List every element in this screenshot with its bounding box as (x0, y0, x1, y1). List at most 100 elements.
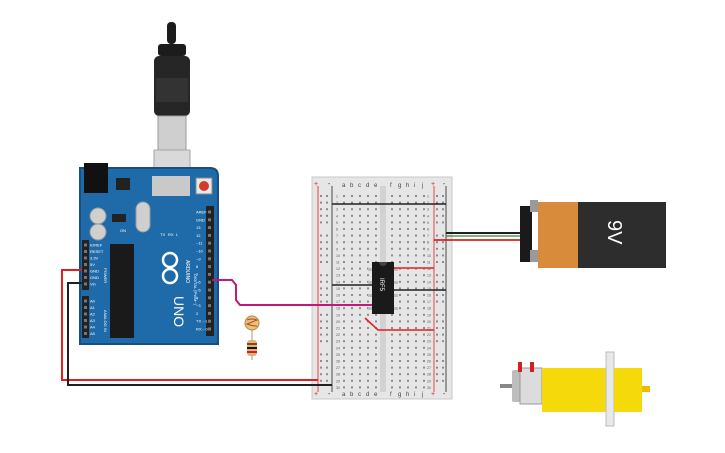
rail-hole[interactable] (442, 221, 444, 224)
breadboard-hole[interactable] (407, 241, 409, 244)
breadboard-hole[interactable] (375, 366, 377, 369)
breadboard-hole[interactable] (351, 234, 353, 237)
rail-hole[interactable] (436, 360, 438, 362)
rail-hole[interactable] (436, 340, 438, 343)
breadboard-hole[interactable] (391, 247, 393, 250)
breadboard-hole[interactable] (367, 234, 369, 237)
breadboard-hole[interactable] (367, 241, 369, 244)
breadboard-hole[interactable] (351, 373, 353, 376)
breadboard-hole[interactable] (391, 228, 393, 230)
rail-hole[interactable] (442, 214, 444, 217)
breadboard-hole[interactable] (359, 307, 361, 310)
breadboard-hole[interactable] (391, 327, 393, 329)
breadboard-hole[interactable] (351, 228, 353, 230)
breadboard-hole[interactable] (391, 254, 393, 257)
rail-hole[interactable] (326, 214, 328, 217)
rail-hole[interactable] (326, 353, 328, 356)
breadboard-hole[interactable] (367, 300, 369, 303)
breadboard-hole[interactable] (407, 228, 409, 230)
breadboard-hole[interactable] (343, 228, 345, 230)
rail-hole[interactable] (442, 195, 444, 197)
rail-hole[interactable] (320, 247, 322, 250)
rail-hole[interactable] (326, 320, 328, 323)
breadboard-hole[interactable] (407, 195, 409, 197)
breadboard-hole[interactable] (375, 353, 377, 356)
breadboard-hole[interactable] (399, 234, 401, 237)
rail-hole[interactable] (442, 280, 444, 283)
breadboard-hole[interactable] (415, 366, 417, 369)
breadboard-hole[interactable] (415, 214, 417, 217)
breadboard-hole[interactable] (415, 327, 417, 329)
breadboard-hole[interactable] (367, 195, 369, 197)
rail-hole[interactable] (436, 280, 438, 283)
digital-pin-hole[interactable] (208, 233, 211, 237)
rail-hole[interactable] (320, 320, 322, 323)
breadboard-hole[interactable] (351, 313, 353, 316)
wire-signal-magenta[interactable] (212, 279, 372, 306)
rail-hole[interactable] (320, 340, 322, 343)
breadboard-hole[interactable] (399, 360, 401, 362)
rail-hole[interactable] (436, 247, 438, 250)
breadboard-hole[interactable] (351, 241, 353, 244)
rail-hole[interactable] (442, 300, 444, 303)
breadboard-hole[interactable] (367, 208, 369, 211)
analog-pin-hole[interactable] (84, 325, 87, 329)
breadboard-hole[interactable] (407, 287, 409, 290)
breadboard-hole[interactable] (351, 294, 353, 296)
breadboard-hole[interactable] (343, 353, 345, 356)
breadboard-hole[interactable] (367, 228, 369, 230)
breadboard-hole[interactable] (375, 221, 377, 224)
power-pin-hole[interactable] (84, 263, 87, 266)
breadboard-hole[interactable] (367, 214, 369, 217)
breadboard-hole[interactable] (367, 386, 369, 389)
breadboard-hole[interactable] (351, 267, 353, 270)
breadboard-hole[interactable] (351, 287, 353, 290)
breadboard-hole[interactable] (407, 386, 409, 389)
breadboard-hole[interactable] (343, 287, 345, 290)
rail-hole[interactable] (436, 241, 438, 244)
breadboard-hole[interactable] (351, 214, 353, 217)
breadboard-hole[interactable] (399, 287, 401, 290)
breadboard-hole[interactable] (415, 201, 417, 204)
breadboard-hole[interactable] (351, 254, 353, 257)
breadboard-hole[interactable] (367, 333, 369, 336)
breadboard-hole[interactable] (423, 327, 425, 329)
breadboard-hole[interactable] (407, 254, 409, 257)
breadboard-hole[interactable] (343, 360, 345, 362)
breadboard-hole[interactable] (343, 241, 345, 244)
rail-hole[interactable] (436, 214, 438, 217)
breadboard-hole[interactable] (423, 379, 425, 382)
dc-motor[interactable] (500, 351, 650, 427)
breadboard-hole[interactable] (343, 195, 345, 197)
rail-hole[interactable] (326, 294, 328, 296)
breadboard-hole[interactable] (375, 254, 377, 257)
rail-hole[interactable] (442, 327, 444, 329)
rail-hole[interactable] (436, 195, 438, 197)
breadboard-hole[interactable] (407, 234, 409, 237)
breadboard-hole[interactable] (351, 386, 353, 389)
rail-hole[interactable] (326, 221, 328, 224)
rail-hole[interactable] (326, 373, 328, 376)
breadboard-hole[interactable] (399, 320, 401, 323)
breadboard-hole[interactable] (351, 379, 353, 382)
breadboard-hole[interactable] (423, 214, 425, 217)
breadboard-hole[interactable] (407, 353, 409, 356)
rail-hole[interactable] (442, 379, 444, 382)
breadboard-hole[interactable] (399, 228, 401, 230)
breadboard-hole[interactable] (359, 221, 361, 224)
breadboard-hole[interactable] (359, 267, 361, 270)
rail-hole[interactable] (436, 327, 438, 329)
rail-hole[interactable] (320, 360, 322, 362)
breadboard-hole[interactable] (343, 379, 345, 382)
breadboard-hole[interactable] (423, 221, 425, 224)
rail-hole[interactable] (442, 333, 444, 336)
rail-hole[interactable] (320, 261, 322, 263)
rail-hole[interactable] (320, 379, 322, 382)
breadboard-hole[interactable] (423, 195, 425, 197)
reset-button[interactable] (199, 181, 209, 191)
breadboard-hole[interactable] (399, 300, 401, 303)
digital-pin-hole[interactable] (208, 249, 211, 253)
breadboard-hole[interactable] (407, 360, 409, 362)
wire-gnd-black[interactable] (67, 282, 332, 386)
rail-hole[interactable] (326, 379, 328, 382)
